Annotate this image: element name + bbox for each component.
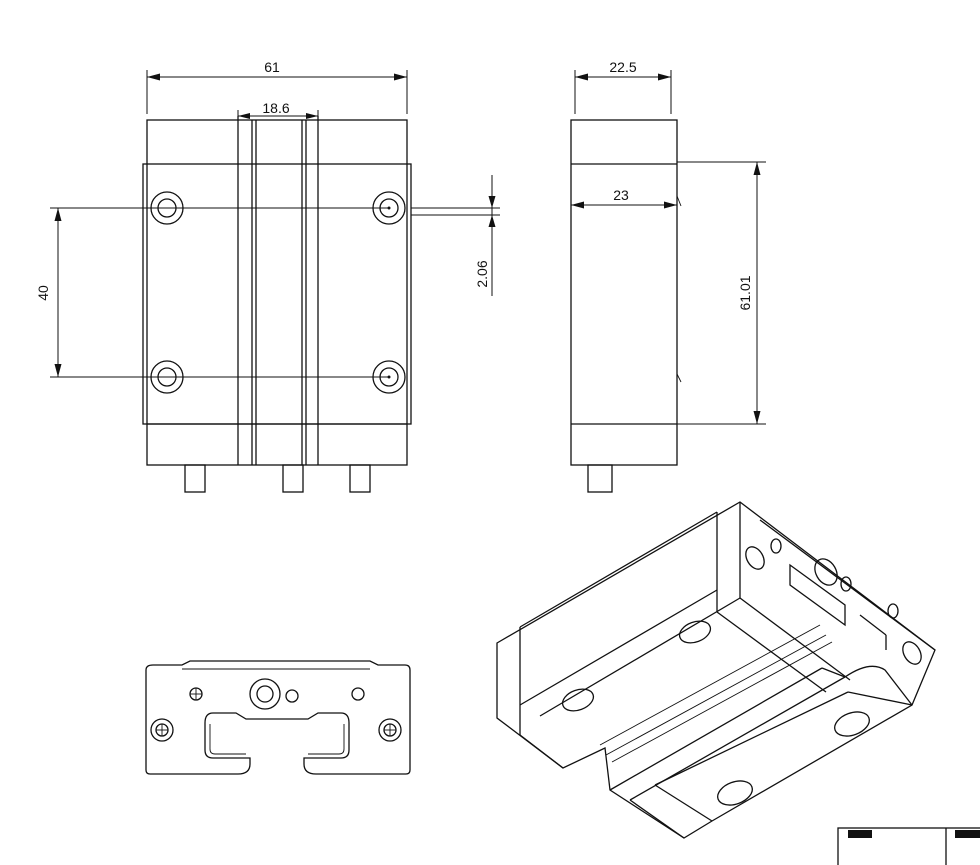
dimension-side-height: 61.01 xyxy=(677,161,766,425)
screw-icon xyxy=(378,718,402,742)
dimension-side-body-width: 23 xyxy=(571,187,677,209)
end-view xyxy=(145,660,411,775)
screw-icon xyxy=(150,718,174,742)
title-block xyxy=(837,827,980,865)
screw-icon xyxy=(189,687,203,701)
dim-label: 2.06 xyxy=(474,260,490,287)
dim-label: 18.6 xyxy=(262,100,289,116)
isometric-view xyxy=(496,501,936,839)
dimension-side-top-width: 22.5 xyxy=(574,59,672,114)
dim-label: 61 xyxy=(264,59,280,75)
dim-label: 23 xyxy=(613,187,629,203)
dimension-front-width: 61 xyxy=(146,59,408,114)
dimension-hole-spacing: 40 xyxy=(35,207,389,378)
front-view: 61 18.6 40 2.06 xyxy=(35,59,500,493)
dimension-hole-offset: 2.06 xyxy=(411,175,500,296)
dim-label: 61.01 xyxy=(737,275,753,310)
dimension-slot-width: 18.6 xyxy=(237,100,319,120)
dim-label: 22.5 xyxy=(609,59,636,75)
side-view: 22.5 23 61.01 xyxy=(570,59,766,493)
dim-label: 40 xyxy=(35,285,51,301)
